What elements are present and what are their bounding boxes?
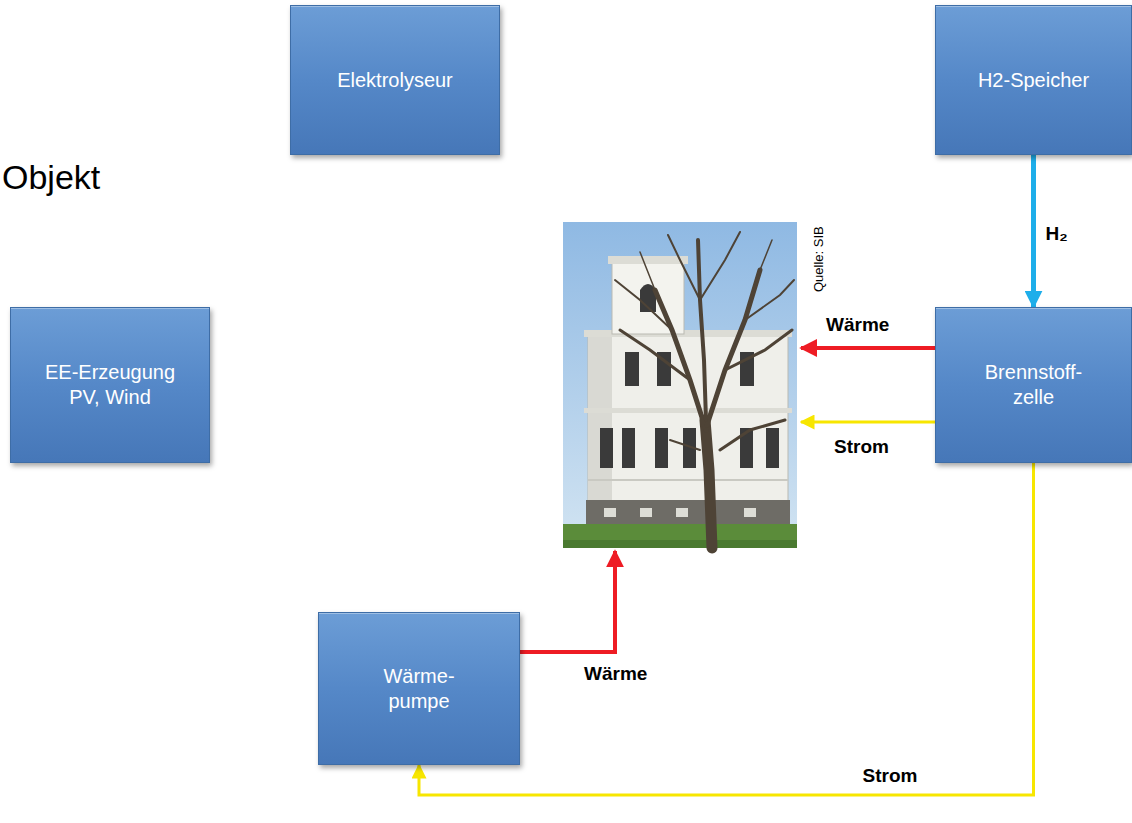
connector-label: Strom	[863, 765, 918, 787]
building-arrows	[520, 348, 935, 652]
flow-label: Wärme	[826, 314, 889, 336]
flow-label: Strom	[834, 436, 889, 458]
source-note: Quelle: SIB	[811, 226, 826, 292]
power-arrow	[801, 421, 935, 424]
process-box: Brennstoff- zelle	[935, 307, 1132, 463]
heat-arrow	[520, 551, 615, 652]
box-label: EE-Erzeugung PV, Wind	[43, 360, 178, 410]
process-box: H2-Speicher	[935, 5, 1132, 155]
box-label: Elektrolyseur	[328, 68, 463, 93]
box-label: Brennstoff- zelle	[969, 360, 1099, 410]
process-box: Wärme- pumpe	[318, 612, 520, 765]
heat-arrow	[801, 346, 935, 350]
page-title: Objekt	[2, 158, 100, 197]
process-box: EE-Erzeugung PV, Wind	[10, 307, 210, 463]
connector-label: H₂	[1046, 223, 1068, 245]
building-photo	[563, 222, 797, 548]
flow-label: Wärme	[584, 663, 647, 685]
process-box: Elektrolyseur	[290, 5, 500, 155]
flow-connector	[1031, 155, 1036, 307]
box-label: Wärme- pumpe	[364, 664, 474, 714]
box-label: H2-Speicher	[966, 68, 1101, 93]
